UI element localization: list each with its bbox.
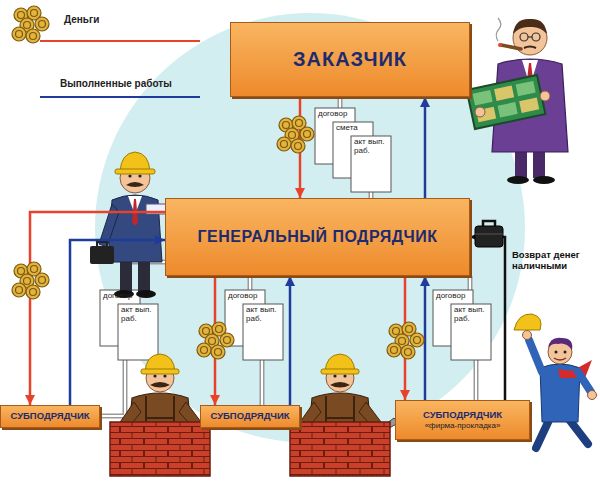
customer-figure xyxy=(473,90,493,105)
coin-pile xyxy=(12,6,49,43)
work-arrow xyxy=(70,240,165,405)
work-arrow xyxy=(424,97,427,198)
customer-figure xyxy=(501,45,521,49)
node-title: ЗАКАЗЧИК xyxy=(293,48,407,71)
edge-label: Возврат денег наличными xyxy=(512,250,596,272)
contractor-figure xyxy=(115,169,155,174)
node-title: СУБПОДРЯДЧИК xyxy=(210,411,289,422)
work-arrow xyxy=(289,276,292,405)
general-contractor-box: ГЕНЕРАЛЬНЫЙ ПОДРЯДЧИК xyxy=(165,198,470,276)
customer-box: ЗАКАЗЧИК xyxy=(230,22,470,97)
runner-figure xyxy=(523,331,532,340)
briefcase-icon xyxy=(475,221,503,247)
node-title: СУБПОДРЯДЧИК xyxy=(423,410,502,421)
customer-figure xyxy=(513,19,547,34)
runner-figure xyxy=(555,351,558,354)
customer-figure xyxy=(519,98,539,113)
document-stack xyxy=(100,108,491,360)
subcontractor-box: СУБПОДРЯДЧИК«фирма-прокладка» xyxy=(395,400,530,440)
customer-figure xyxy=(492,59,568,152)
briefcase-icon xyxy=(475,226,503,247)
document-stack xyxy=(118,304,158,360)
node-title: СУБПОДРЯДЧИК xyxy=(10,411,89,422)
contractor-figure xyxy=(138,174,141,177)
contractor-figure xyxy=(90,152,174,298)
briefcase-icon xyxy=(483,221,495,226)
money-arrow xyxy=(30,212,165,405)
document-label: договор xyxy=(103,292,137,301)
document-stack xyxy=(451,304,491,360)
customer-figure xyxy=(498,102,518,117)
legend-text: Деньги xyxy=(64,14,99,25)
customer-figure xyxy=(467,75,546,129)
customer-figure xyxy=(524,47,536,49)
document-stack xyxy=(351,136,391,192)
document-label: договор xyxy=(318,110,352,119)
customer-figure xyxy=(515,150,527,178)
runner-figure xyxy=(588,391,597,400)
customer-figure xyxy=(528,36,532,37)
document-label: договор xyxy=(436,292,470,301)
document-label: акт вып. раб. xyxy=(454,306,490,324)
legend-text: Выполненные работы xyxy=(60,78,172,89)
customer-figure xyxy=(540,91,550,101)
contractor-figure xyxy=(97,242,107,246)
subcontractor-box: СУБПОДРЯДЧИК xyxy=(200,405,300,428)
customer-figure xyxy=(516,81,536,96)
customer-figure xyxy=(498,43,502,47)
node-subtitle: «фирма-прокладка» xyxy=(425,421,501,430)
cash-return-arrow xyxy=(470,237,505,400)
legend-swatch xyxy=(40,40,200,42)
customer-figure xyxy=(507,176,529,184)
customer-figure xyxy=(533,176,555,184)
runner-figure xyxy=(564,351,567,354)
coin-pile xyxy=(197,322,234,359)
customer-figure xyxy=(467,18,568,184)
document-stack xyxy=(243,304,283,360)
subcontractor-box: СУБПОДРЯДЧИК xyxy=(0,405,100,428)
contractor-figure xyxy=(120,258,132,292)
briefcase-icon xyxy=(475,234,503,235)
customer-figure xyxy=(494,85,514,100)
runner-figure xyxy=(578,372,591,392)
document-label: договор xyxy=(228,292,262,301)
contractor-figure xyxy=(138,258,150,292)
runner-figure xyxy=(548,338,572,350)
document-label: акт вып. раб. xyxy=(246,306,282,324)
coin-pile xyxy=(12,262,49,299)
document-label: акт вып. раб. xyxy=(354,138,390,156)
runner-figure xyxy=(529,340,542,372)
contractor-figure xyxy=(136,290,156,298)
legend-swatch xyxy=(40,96,200,98)
document-label: акт вып. раб. xyxy=(121,306,157,324)
contractor-figure xyxy=(126,182,144,187)
document-label: смета xyxy=(336,124,370,133)
worker-figure xyxy=(290,354,398,476)
customer-figure xyxy=(475,107,485,117)
node-title: ГЕНЕРАЛЬНЫЙ ПОДРЯДЧИК xyxy=(198,228,438,246)
runner-figure xyxy=(554,358,566,360)
customer-figure xyxy=(520,33,528,41)
customer-figure xyxy=(533,150,545,178)
contractor-figure xyxy=(90,246,114,264)
customer-figure xyxy=(532,33,540,41)
coin-pile xyxy=(387,322,424,359)
contractor-figure xyxy=(128,174,131,177)
coin-pile xyxy=(277,116,314,153)
runner-figure xyxy=(514,314,541,330)
customer-figure xyxy=(467,75,546,129)
customer-figure xyxy=(496,18,501,41)
